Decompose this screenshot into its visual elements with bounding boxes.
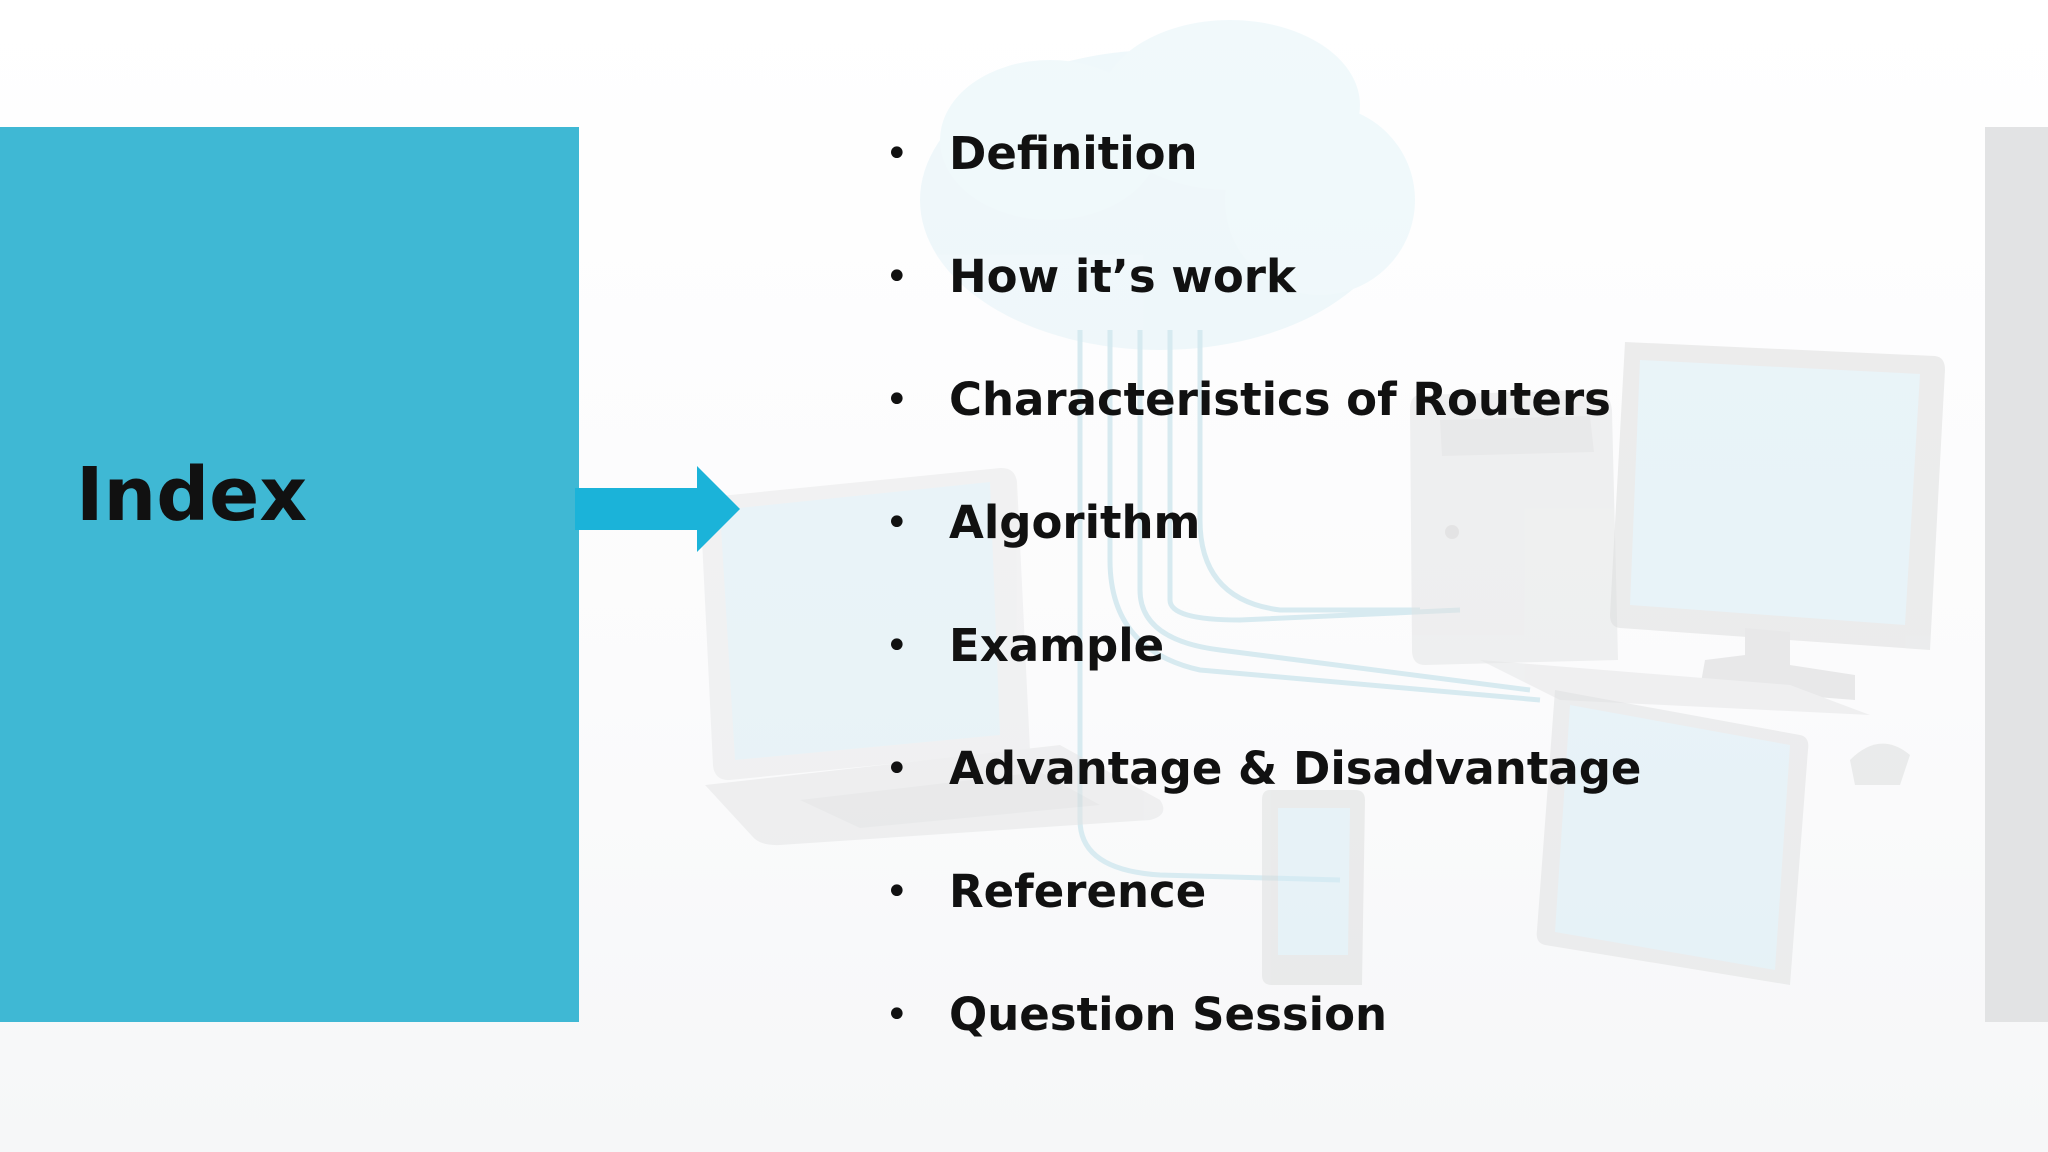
laptop-icon <box>700 467 1164 846</box>
bullet-icon: • <box>885 746 909 792</box>
monitor-icon <box>1480 342 1945 715</box>
list-item: • Definition <box>885 122 1641 245</box>
bullet-icon: • <box>885 377 909 423</box>
right-edge-strip <box>1985 127 2048 1022</box>
bullet-icon: • <box>885 131 909 177</box>
list-item: • Algorithm <box>885 491 1641 614</box>
mouse-icon <box>1850 743 1910 785</box>
list-item: • Advantage & Disadvantage <box>885 737 1641 860</box>
bullet-icon: • <box>885 623 909 669</box>
list-item-label: Reference <box>949 865 1207 918</box>
bullet-icon: • <box>885 254 909 300</box>
list-item-label: How it’s work <box>949 250 1296 303</box>
phone-icon <box>1262 790 1365 985</box>
slide-title: Index <box>76 452 308 538</box>
list-item-label: Advantage & Disadvantage <box>949 742 1642 795</box>
right-arrow-icon <box>575 466 740 552</box>
bullet-icon: • <box>885 992 909 1038</box>
list-item: • Example <box>885 614 1641 737</box>
list-item-label: Characteristics of Routers <box>949 373 1611 426</box>
list-item-label: Example <box>949 619 1165 672</box>
list-item: • Characteristics of Routers <box>885 368 1641 491</box>
bullet-icon: • <box>885 869 909 915</box>
index-list: • Definition • How it’s work • Character… <box>885 122 1641 1106</box>
list-item: • Question Session <box>885 983 1641 1106</box>
cloud-icon <box>920 20 1415 350</box>
list-item-label: Question Session <box>949 988 1388 1041</box>
tablet-icon <box>1536 690 1809 985</box>
list-item-label: Definition <box>949 127 1198 180</box>
bullet-icon: • <box>885 500 909 546</box>
index-panel <box>0 127 579 1022</box>
list-item: • Reference <box>885 860 1641 983</box>
desktop-tower-icon <box>1410 390 1618 665</box>
list-item-label: Algorithm <box>949 496 1201 549</box>
list-item: • How it’s work <box>885 245 1641 368</box>
